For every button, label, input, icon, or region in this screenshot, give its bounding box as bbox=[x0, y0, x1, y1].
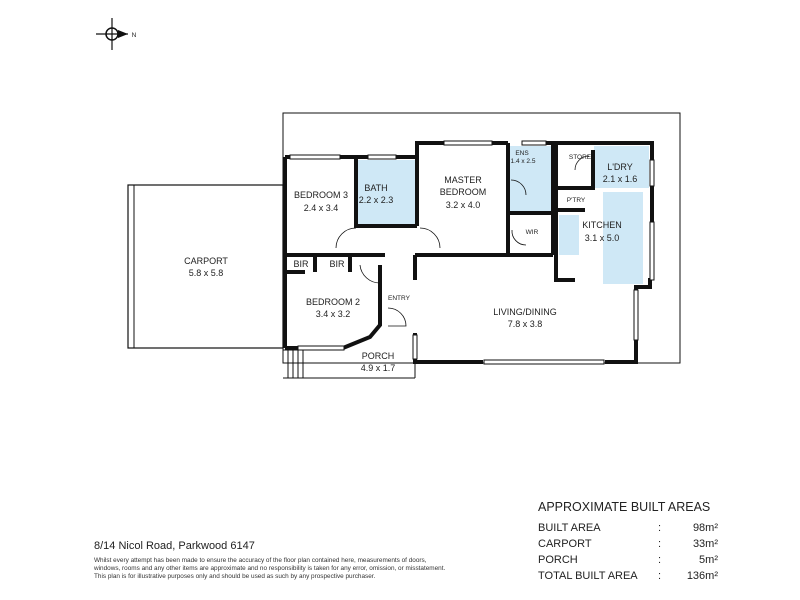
area-label: BUILT AREA bbox=[538, 522, 601, 534]
bir-2: BIR bbox=[329, 259, 345, 269]
living-size: 7.8 x 3.8 bbox=[508, 319, 543, 329]
area-value: 33m² bbox=[692, 538, 718, 550]
bedroom3-size: 2.4 x 3.4 bbox=[304, 203, 339, 213]
area-row: TOTAL BUILT AREA: 136m² bbox=[538, 570, 718, 586]
porch-name: PORCH bbox=[362, 351, 395, 361]
bedroom2-size: 3.4 x 3.2 bbox=[316, 309, 351, 319]
windows bbox=[289, 140, 655, 365]
disclaimer: Whilst every attempt has been made to en… bbox=[94, 557, 494, 582]
doors bbox=[335, 155, 590, 327]
living-name: LIVING/DINING bbox=[493, 307, 557, 317]
area-sep: : bbox=[658, 554, 662, 566]
area-label: TOTAL BUILT AREA bbox=[538, 570, 638, 582]
porch-size: 4.9 x 1.7 bbox=[361, 363, 396, 373]
master-size: 3.2 x 4.0 bbox=[446, 200, 481, 210]
bath-name: BATH bbox=[364, 183, 387, 193]
area-row: CARPORT: 33m² bbox=[538, 538, 718, 554]
carport-outline bbox=[127, 184, 284, 349]
carport-name: CARPORT bbox=[184, 256, 228, 266]
wir-name: WIR bbox=[526, 229, 539, 236]
bir-1: BIR bbox=[293, 259, 309, 269]
porch-steps bbox=[283, 349, 416, 379]
entry-name: ENTRY bbox=[388, 295, 411, 302]
property-address: 8/14 Nicol Road, Parkwood 6147 bbox=[94, 540, 255, 552]
built-areas-title: APPROXIMATE BUILT AREAS bbox=[538, 500, 711, 514]
area-sep: : bbox=[658, 522, 662, 534]
compass-north-label: N bbox=[132, 32, 137, 39]
disclaimer-line: windows, rooms and any other items are a… bbox=[94, 565, 446, 573]
kitchen-name: KITCHEN bbox=[582, 220, 622, 230]
disclaimer-line: Whilst every attempt has been made to en… bbox=[94, 557, 427, 564]
bath-size: 2.2 x 2.3 bbox=[359, 195, 394, 205]
area-label: CARPORT bbox=[538, 538, 592, 550]
compass-icon bbox=[96, 18, 128, 50]
bedroom3-name: BEDROOM 3 bbox=[294, 190, 348, 200]
built-areas-table: APPROXIMATE BUILT AREAS BUILT AREA:98m² … bbox=[538, 500, 718, 586]
area-label: PORCH bbox=[538, 554, 578, 566]
area-row: PORCH: 5m² bbox=[538, 554, 718, 570]
carport-size: 5.8 x 5.8 bbox=[189, 268, 224, 278]
ens-size: 1.4 x 2.5 bbox=[511, 158, 536, 165]
area-value: 98m² bbox=[692, 522, 718, 534]
area-sep: : bbox=[658, 538, 662, 550]
area-value: 136m² bbox=[686, 570, 718, 582]
master-name-1: MASTER bbox=[444, 175, 482, 185]
ldry-size: 2.1 x 1.6 bbox=[603, 174, 638, 184]
bedroom2-name: BEDROOM 2 bbox=[306, 297, 360, 307]
ptry-name: P'TRY bbox=[567, 197, 586, 204]
master-name-2: BEDROOM bbox=[440, 187, 487, 197]
ens-name: ENS bbox=[515, 150, 529, 157]
store-name: STORE bbox=[569, 154, 592, 161]
walls bbox=[283, 141, 654, 364]
wet-areas bbox=[358, 146, 649, 284]
disclaimer-line: This plan is for illustrative purposes o… bbox=[94, 573, 376, 581]
ldry-name: L'DRY bbox=[607, 162, 633, 172]
area-sep: : bbox=[658, 570, 662, 582]
area-row: BUILT AREA: 98m² bbox=[538, 522, 718, 538]
kitchen-size: 3.1 x 5.0 bbox=[585, 233, 620, 243]
area-value: 5m² bbox=[699, 554, 718, 566]
